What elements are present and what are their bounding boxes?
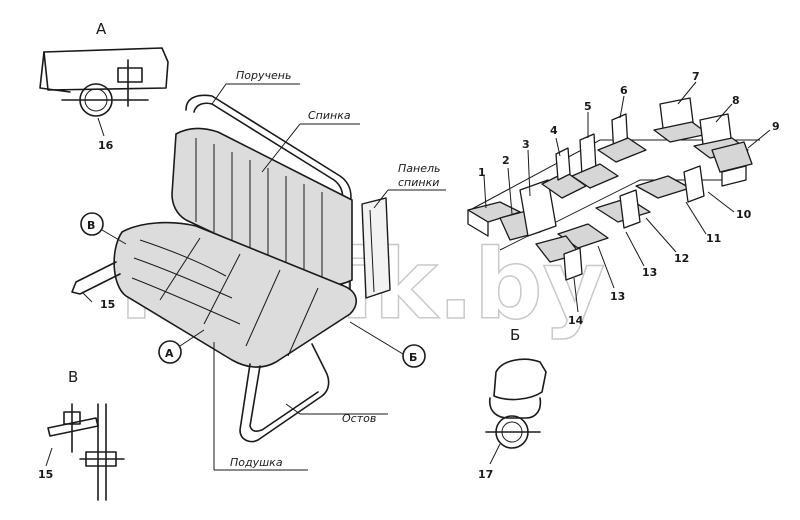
- leader-9: [747, 129, 771, 149]
- part-number-16: 16: [98, 139, 114, 152]
- part-number-5: 5: [584, 100, 592, 113]
- leader-callout-a: [179, 329, 205, 347]
- leader-1: [483, 175, 487, 209]
- label-cushion: Подушка: [230, 456, 283, 469]
- detail-a-cover-edge: [39, 51, 71, 93]
- detail-b-cover: [488, 397, 542, 419]
- seat-9-base: [711, 141, 753, 173]
- leader-callout-b: [349, 321, 404, 355]
- leader-11: [685, 201, 707, 235]
- cushion-seams: [131, 237, 319, 357]
- frame-leg-inner: [249, 365, 319, 432]
- part-number-2: 2: [502, 154, 510, 167]
- part-number-9: 9: [772, 120, 780, 133]
- leader-2: [507, 167, 513, 215]
- callout-a-label: А: [165, 347, 174, 360]
- label-backrest-panel-2: спинки: [398, 176, 439, 189]
- callout-b-label: Б: [409, 351, 417, 364]
- backrest-panel-edge: [369, 209, 375, 293]
- leader-8: [715, 103, 733, 123]
- callout-v-label: В: [87, 219, 95, 232]
- label-backrest-panel-1: Панель: [398, 162, 441, 175]
- leader-15a: [81, 291, 93, 303]
- detail-a-bracket: [117, 67, 143, 83]
- part-number-13a: 13: [642, 266, 657, 279]
- part-number-7: 7: [692, 70, 700, 83]
- leader-15b: [45, 447, 53, 467]
- callout-circle-b: [402, 344, 426, 368]
- leader-13b: [597, 245, 615, 289]
- leader-6: [619, 95, 625, 119]
- seat-5-base: [571, 163, 619, 189]
- part-number-4: 4: [550, 124, 558, 137]
- label-backrest: Спинка: [308, 109, 351, 122]
- part-number-15a: 15: [100, 298, 115, 311]
- leader-13a: [625, 231, 645, 267]
- seat-14-back: [563, 247, 583, 281]
- part-number-1: 1: [478, 166, 486, 179]
- detail-b-cushion-section: [493, 358, 547, 401]
- part-number-17: 17: [478, 468, 493, 481]
- part-number-12: 12: [674, 252, 689, 265]
- cushion-pad: [113, 221, 357, 368]
- leader-4: [555, 137, 561, 157]
- seat-10-base: [635, 175, 691, 199]
- part-number-8: 8: [732, 94, 740, 107]
- leader-16: [97, 117, 105, 137]
- callout-circle-a: [158, 340, 182, 364]
- backrest-seams: [195, 138, 323, 280]
- part-number-11: 11: [706, 232, 721, 245]
- seat-4-back: [555, 147, 571, 181]
- view-label-v: В: [68, 368, 78, 386]
- leader-17: [489, 443, 501, 465]
- detail-b: Б 17: [478, 326, 547, 481]
- detail-a: А 16: [39, 20, 169, 152]
- detail-a-cushion-section: [43, 47, 169, 91]
- seat-9-front: [721, 165, 747, 187]
- leader-14: [573, 277, 579, 313]
- view-label-a: А: [96, 20, 107, 38]
- view-label-b: Б: [510, 326, 520, 344]
- seat-1-side: [467, 209, 489, 237]
- detail-v-plate: [47, 417, 99, 437]
- part-number-13b: 13: [610, 290, 625, 303]
- seating-layout: 1 2 3 4 5 6 7 8 9 10 11 12 13 13 14: [467, 70, 780, 327]
- frame-leg-outer: [239, 343, 330, 443]
- detail-v: В 15: [38, 368, 125, 501]
- leader-backrest: [261, 123, 301, 173]
- part-number-3: 3: [522, 138, 530, 151]
- leader-frame: [285, 403, 301, 415]
- seat-assembly: В А Б Поручень Спинка Панель спинки Осто…: [71, 69, 446, 471]
- seat-3: [519, 179, 557, 237]
- leader-10: [707, 191, 735, 213]
- label-frame: Остов: [342, 412, 376, 425]
- seat-6-base: [597, 137, 647, 163]
- leader-panel: [373, 189, 389, 209]
- seat-12-back: [619, 189, 641, 229]
- callout-circle-v: [80, 212, 104, 236]
- side-bracket: [71, 261, 121, 295]
- seat-10-back: [683, 165, 705, 203]
- part-number-6: 6: [620, 84, 628, 97]
- leader-handrail: [211, 83, 227, 105]
- part-number-10: 10: [736, 208, 752, 221]
- label-handrail: Поручень: [236, 69, 291, 82]
- part-number-14: 14: [568, 314, 584, 327]
- backrest-panel: [361, 197, 391, 299]
- leader-7: [677, 81, 697, 105]
- leader-callout-v: [101, 229, 127, 245]
- part-number-15b: 15: [38, 468, 53, 481]
- leader-3: [527, 149, 531, 197]
- leader-12: [645, 217, 677, 253]
